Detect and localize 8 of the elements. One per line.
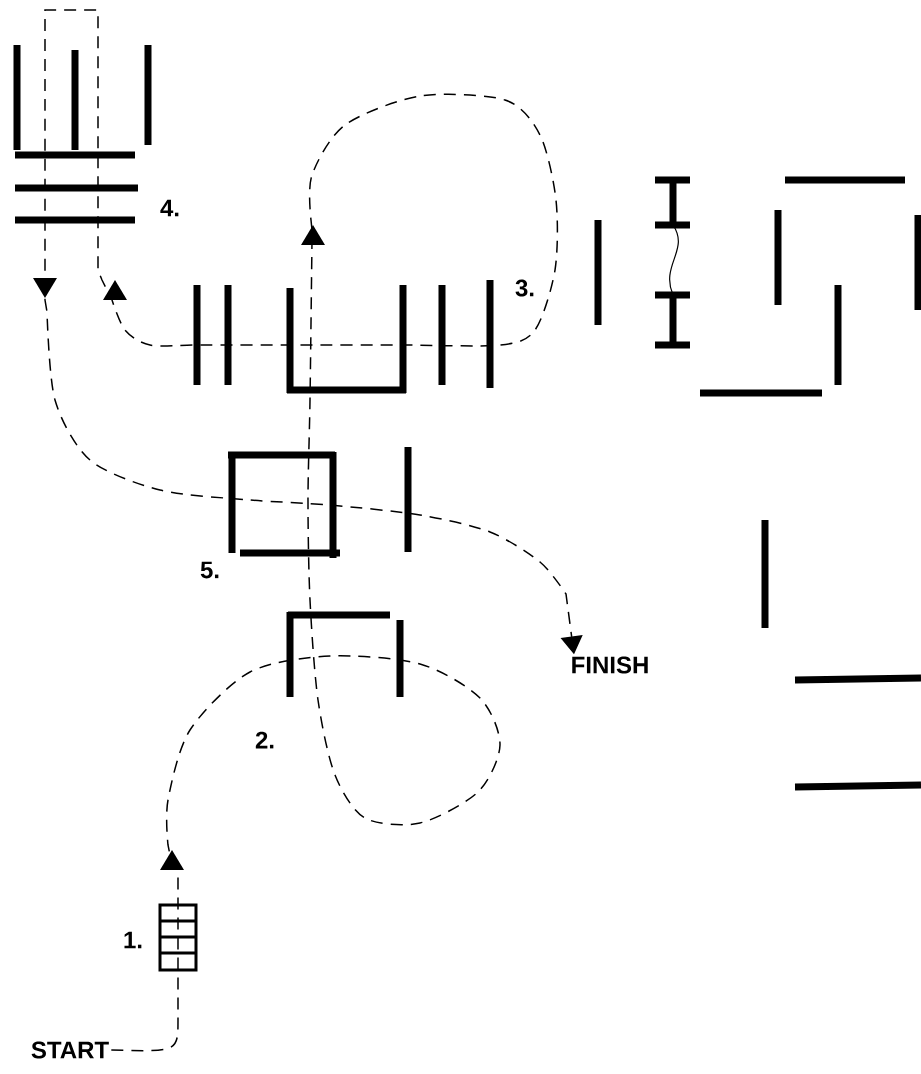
step-number: 3. [515,279,534,297]
step-number: 4. [160,199,179,217]
step-number: 1. [124,931,142,949]
step-number: 5. [200,561,219,579]
step-number: 2. [255,731,274,749]
course-label: FINISH [572,656,648,674]
course-label: START [31,1041,109,1059]
dashed-route-arrow [33,9,583,1052]
